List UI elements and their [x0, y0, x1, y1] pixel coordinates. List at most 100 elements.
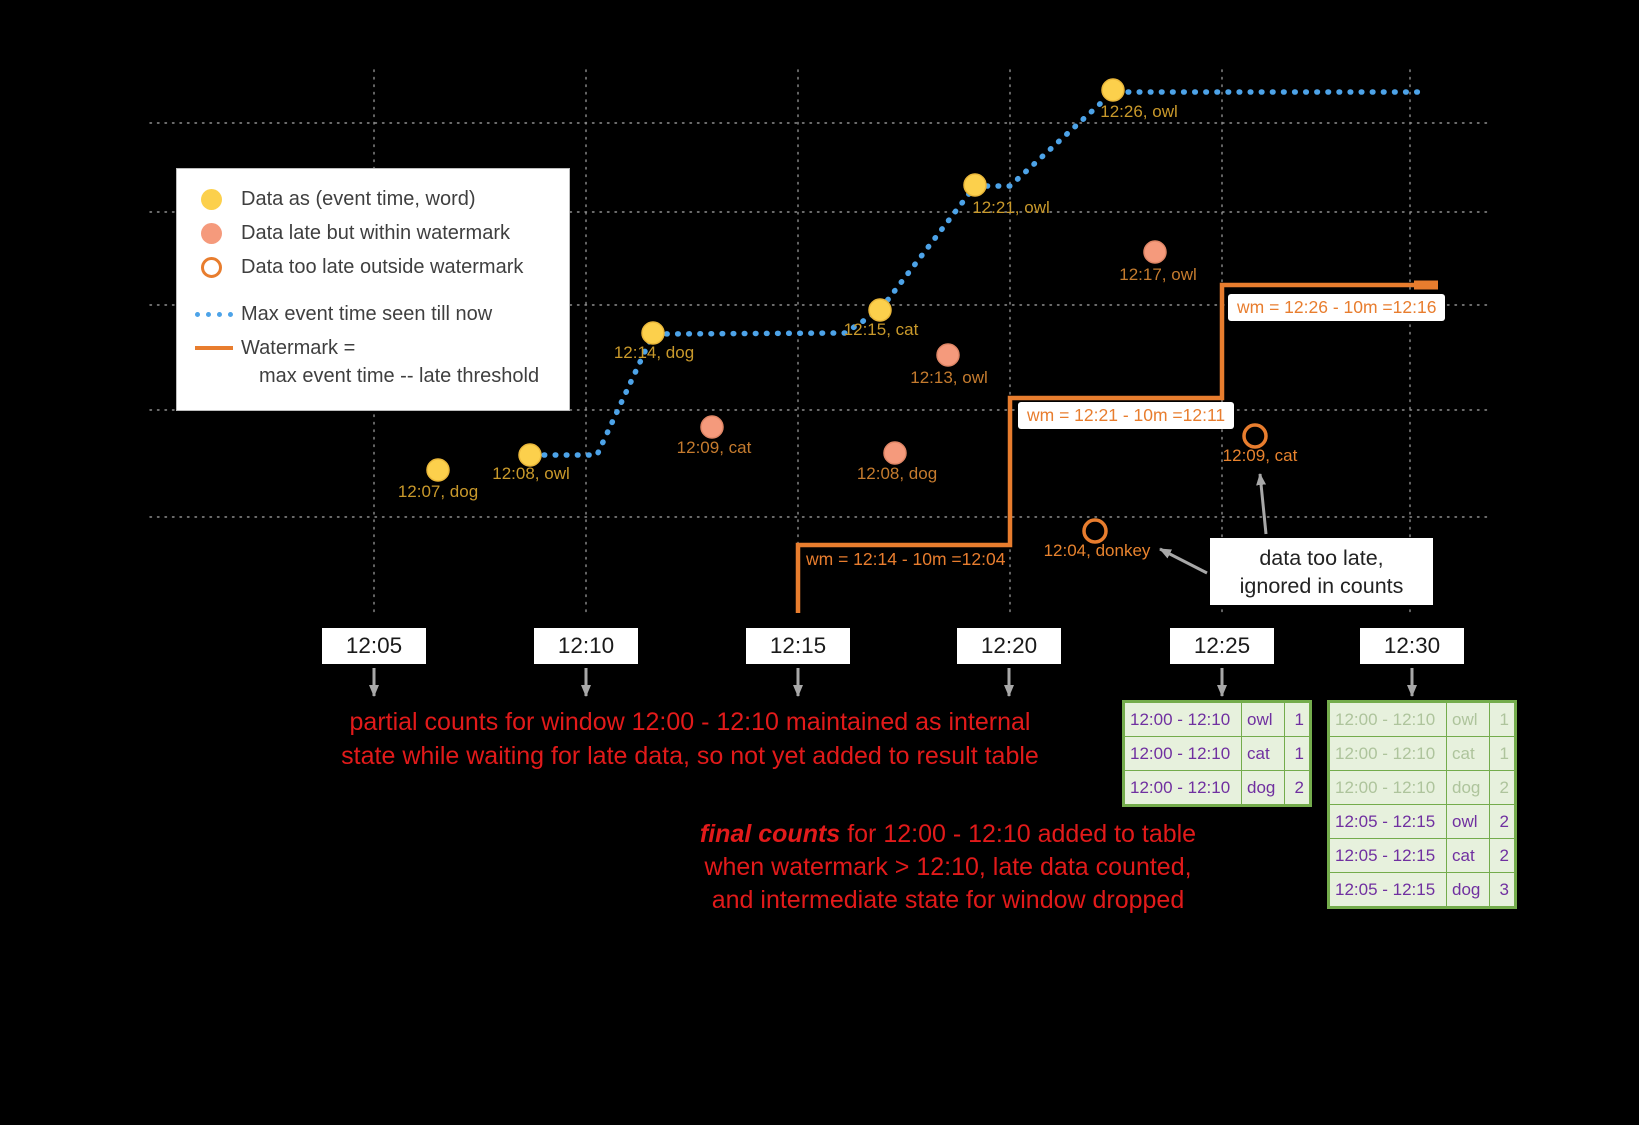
late-dot-icon	[195, 222, 241, 244]
point-label: 12:15, cat	[843, 320, 919, 339]
axis-tick-12-05: 12:05	[322, 628, 426, 664]
annotation-line: partial counts for window 12:00 - 12:10 …	[349, 708, 1031, 736]
count-cell: 2	[1489, 804, 1516, 839]
point-label: 12:13, owl	[910, 368, 988, 387]
point-label: 12:08, dog	[856, 464, 938, 483]
too-late-pointer-arrow	[1256, 473, 1268, 535]
legend-item: Data as (event time, word)	[195, 182, 559, 216]
watermark-line-icon	[195, 346, 241, 350]
too-late-circle-icon	[195, 256, 241, 278]
legend: Data as (event time, word) Data late but …	[176, 168, 570, 411]
axis-tick-12-25: 12:25	[1170, 628, 1274, 664]
window-cell: 12:05 - 12:15	[1328, 838, 1447, 873]
word-cell: owl	[1446, 701, 1490, 737]
legend-label: Watermark =	[241, 336, 356, 359]
point-label: 12:17, owl	[1119, 265, 1197, 284]
watermark-line	[795, 282, 1438, 613]
window-cell: 12:00 - 12:10	[1123, 770, 1242, 806]
point-label: 12:08, owl	[492, 464, 570, 483]
count-cell: 2	[1284, 770, 1311, 806]
count-cell: 1	[1284, 701, 1311, 737]
annotation-line: state while waiting for late data, so no…	[341, 742, 1039, 770]
axis-tick-12-10: 12:10	[534, 628, 638, 664]
legend-item: Max event time seen till now	[195, 297, 559, 331]
count-cell: 1	[1489, 736, 1516, 771]
point-label: 12:26, owl	[1100, 102, 1178, 121]
count-cell: 1	[1489, 701, 1516, 737]
count-cell: 1	[1284, 736, 1311, 771]
too-late-note: data too late, ignored in counts	[1210, 538, 1433, 605]
point-label: 12:09, cat	[1222, 446, 1298, 465]
max-event-line-icon	[195, 311, 241, 317]
legend-label-continued: max event time -- late threshold	[259, 365, 540, 387]
data-point-ontime	[426, 458, 450, 482]
data-point-late	[1143, 240, 1167, 264]
axis-tick-12-30: 12:30	[1360, 628, 1464, 664]
legend-item: Data too late outside watermark	[195, 250, 559, 284]
data-point-ontime	[641, 321, 665, 345]
data-point-toolate	[1082, 518, 1108, 544]
legend-label: Data late but within watermark	[241, 221, 511, 244]
data-point-ontime	[963, 173, 987, 197]
point-label: 12:21, owl	[972, 198, 1050, 217]
window-cell: 12:00 - 12:10	[1123, 736, 1242, 771]
point-label: 12:04, donkey	[1043, 541, 1151, 560]
word-cell: dog	[1446, 770, 1490, 805]
data-point-ontime	[868, 298, 892, 322]
window-cell: 12:00 - 12:10	[1328, 701, 1447, 737]
word-cell: cat	[1446, 838, 1490, 873]
legend-item: Watermark =	[195, 331, 559, 365]
word-cell: dog	[1241, 770, 1285, 806]
partial-counts-annotation: partial counts for window 12:00 - 12:10 …	[268, 705, 1112, 773]
note-line: ignored in counts	[1239, 573, 1404, 598]
window-cell: 12:05 - 12:15	[1328, 872, 1447, 908]
legend-label: Data too late outside watermark	[241, 255, 524, 278]
final-counts-emphasis: final counts	[699, 820, 841, 848]
count-cell: 2	[1489, 838, 1516, 873]
point-label: 12:09, cat	[676, 438, 752, 457]
legend-label: Data as (event time, word)	[241, 187, 476, 210]
window-cell: 12:00 - 12:10	[1123, 701, 1242, 737]
data-point-ontime	[518, 443, 542, 467]
axis-tick-12-15: 12:15	[746, 628, 850, 664]
annotation-line: and intermediate state for window droppe…	[711, 886, 1185, 914]
ontime-dot-icon	[195, 188, 241, 210]
watermark-label: wm = 12:14 - 10m =12:04	[806, 549, 1006, 569]
annotation-line: when watermark > 12:10, late data counte…	[704, 853, 1192, 881]
annotation-text: for 12:00 - 12:10 added to table	[847, 820, 1197, 848]
point-label: 12:07, dog	[397, 482, 479, 501]
data-point-toolate	[1242, 423, 1268, 449]
axis-tick-12-20: 12:20	[957, 628, 1061, 664]
window-cell: 12:00 - 12:10	[1328, 736, 1447, 771]
legend-label: Max event time seen till now	[241, 302, 493, 325]
window-cell: 12:05 - 12:15	[1328, 804, 1447, 839]
count-cell: 2	[1489, 770, 1516, 805]
data-point-late	[700, 415, 724, 439]
data-point-ontime	[1101, 78, 1125, 102]
watermark-label: wm = 12:21 - 10m =12:11	[1018, 402, 1235, 429]
data-point-late	[883, 441, 907, 465]
data-point-late	[936, 343, 960, 367]
legend-item: Data late but within watermark	[195, 216, 559, 250]
word-cell: cat	[1446, 736, 1490, 771]
word-cell: dog	[1446, 872, 1490, 908]
count-cell: 3	[1489, 872, 1516, 908]
note-line: data too late,	[1259, 545, 1384, 570]
max-event-time-line	[530, 89, 1425, 458]
window-cell: 12:00 - 12:10	[1328, 770, 1447, 805]
